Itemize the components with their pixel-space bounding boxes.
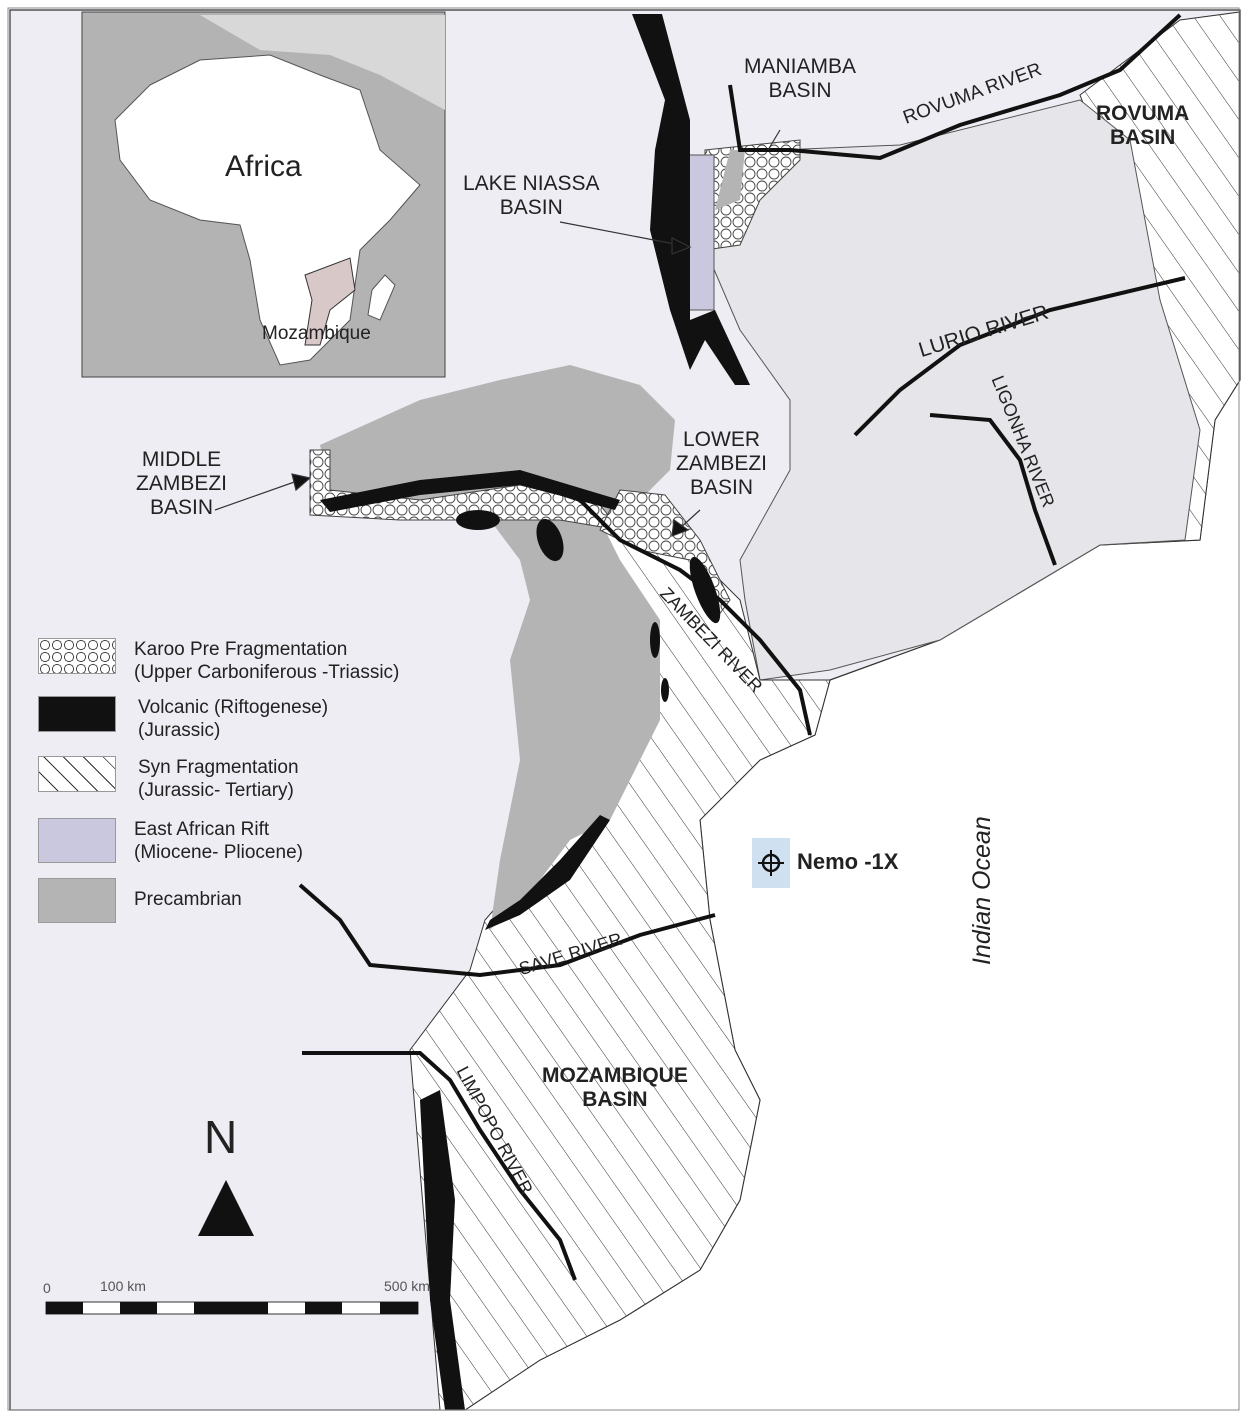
- legend-sublabel: (Jurassic- Tertiary): [138, 780, 294, 801]
- lake-niassa-basin-label: LAKE NIASSA BASIN: [463, 172, 600, 219]
- inset-mozambique-label: Mozambique: [262, 323, 371, 344]
- middle-zambezi-basin-label: MIDDLE ZAMBEZI BASIN: [136, 448, 228, 519]
- north-label: N: [204, 1111, 238, 1163]
- rivers: [298, 13, 1186, 1281]
- rift-swatch: [38, 818, 116, 863]
- syn-fragmentation-swatch: [38, 756, 116, 792]
- legend-sublabel: (Jurassic): [138, 720, 221, 741]
- rovuma-basin-label: ROVUMA BASIN: [1096, 102, 1190, 149]
- east-african-rift-area: [687, 154, 715, 311]
- mozambique-shape: [304, 257, 356, 346]
- scale-zero-label: 0: [43, 1280, 51, 1296]
- scale-bar: [45, 1301, 419, 1315]
- legend-label: East African Rift: [134, 819, 270, 840]
- inset-map: [81, 11, 446, 378]
- inset-africa-label: Africa: [225, 150, 302, 183]
- mozambique-basin-label: MOZAMBIQUE BASIN: [542, 1064, 688, 1111]
- scale-500km-label: 500 km: [384, 1278, 430, 1294]
- limpopo-river-line: [302, 1051, 577, 1281]
- maniamba-basin-label: MANIAMBA BASIN: [744, 55, 857, 102]
- legend-label: Precambrian: [134, 889, 242, 910]
- karoo-swatch: [38, 638, 116, 674]
- legend-label: Volcanic (Riftogenese): [138, 697, 329, 718]
- lower-zambezi-basin-label: LOWER ZAMBEZI BASIN: [676, 428, 768, 499]
- northeast-region: [709, 99, 1201, 681]
- precambrian-swatch: [38, 878, 116, 923]
- zambezi-river-line: [519, 478, 812, 736]
- volcanic-malawi: [632, 14, 750, 385]
- rovuma-river-line: [728, 13, 1182, 161]
- save-river-line: [298, 883, 716, 978]
- legend-label: Karoo Pre Fragmentation: [134, 639, 348, 660]
- nemo-well-label: Nemo -1X: [797, 849, 899, 874]
- volcanic-limpopo: [420, 1090, 465, 1410]
- north-arrow-icon: [198, 1180, 254, 1236]
- lurio-river-line: [853, 276, 1186, 437]
- volcanic-swatch: [38, 696, 116, 732]
- legend-sublabel: (Miocene- Pliocene): [134, 842, 303, 863]
- legend-sublabel: (Upper Carboniferous -Triassic): [134, 662, 400, 683]
- legend-label: Syn Fragmentation: [138, 757, 299, 778]
- ligonha-river-line: [929, 413, 1057, 566]
- scale-100km-label: 100 km: [100, 1278, 146, 1294]
- indian-ocean-label: Indian Ocean: [968, 816, 996, 965]
- volcanic-zambezi-1: [320, 470, 620, 512]
